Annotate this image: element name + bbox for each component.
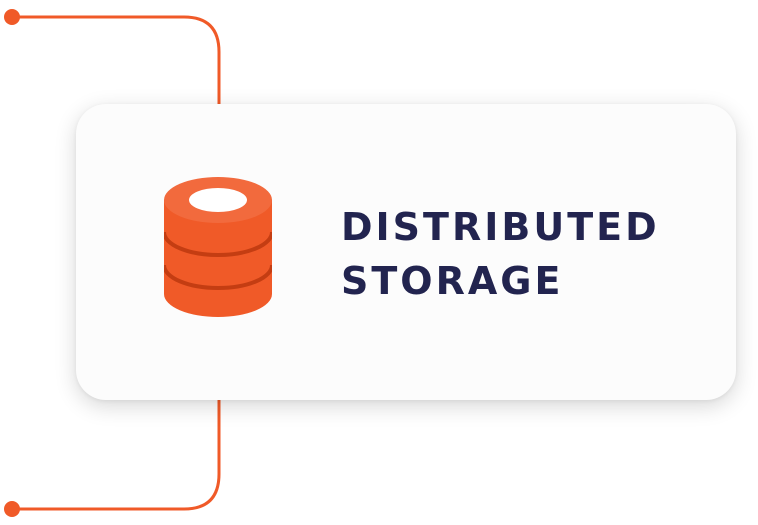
connector-line-bottom <box>12 395 221 511</box>
node-title: DISTRIBUTED STORAGE <box>341 200 660 308</box>
connector-line-top <box>12 15 221 110</box>
node-title-line-1: DISTRIBUTED <box>341 205 660 249</box>
connector-dot-top <box>4 9 20 25</box>
storage-node-card[interactable]: DISTRIBUTED STORAGE <box>76 104 736 400</box>
database-icon <box>164 177 272 317</box>
node-title-line-2: STORAGE <box>341 259 564 303</box>
connector-dot-bottom <box>4 501 20 517</box>
